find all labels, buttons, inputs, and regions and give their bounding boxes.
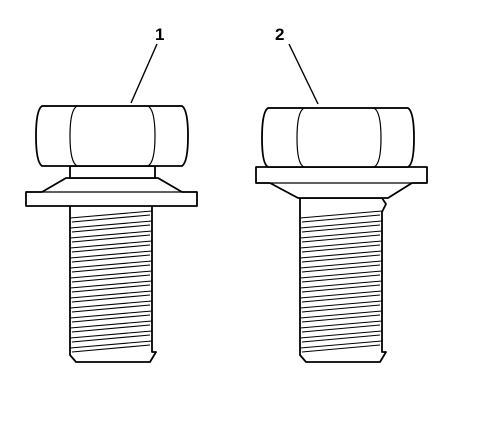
thread-line [299, 230, 383, 239]
thread-line [71, 324, 151, 333]
thread-line [71, 234, 151, 243]
thread-line [69, 310, 153, 319]
thread-line [301, 314, 381, 323]
thread-line [299, 300, 383, 309]
thread-line [299, 310, 383, 319]
thread-line [299, 210, 383, 219]
bolt-2-flange [255, 166, 428, 199]
thread-line [69, 300, 153, 309]
thread-line [71, 344, 151, 353]
thread-line [69, 250, 153, 259]
thread-line [69, 230, 153, 239]
thread-line [69, 270, 153, 279]
thread-line [301, 344, 381, 353]
thread-line [69, 320, 153, 329]
thread-line [71, 284, 151, 293]
thread-line [299, 280, 383, 289]
thread-line [299, 270, 383, 279]
thread-line [71, 244, 151, 253]
thread-line [301, 254, 381, 263]
bolt-2-threads [299, 210, 383, 353]
bolt-1-neck [69, 165, 156, 179]
thread-line [69, 280, 153, 289]
thread-line [299, 320, 383, 329]
thread-line [299, 340, 383, 349]
thread-line [69, 240, 153, 249]
thread-line [299, 330, 383, 339]
thread-line [69, 330, 153, 339]
thread-line [69, 340, 153, 349]
thread-line [301, 234, 381, 243]
callout-1-label: 1 [155, 25, 164, 44]
callout-2-leader [288, 43, 319, 105]
bolt-1-washer [25, 177, 198, 207]
bolt-1-hex-head [35, 105, 189, 167]
thread-line [71, 264, 151, 273]
thread-line [301, 294, 381, 303]
thread-line [301, 324, 381, 333]
callout-2-label: 2 [275, 25, 284, 44]
thread-line [69, 260, 153, 269]
thread-line [299, 240, 383, 249]
thread-line [69, 210, 153, 219]
thread-line [69, 220, 153, 229]
bolt-1-shank [69, 204, 157, 363]
thread-line [71, 304, 151, 313]
thread-line [301, 244, 381, 253]
callout-1-leader [130, 43, 158, 104]
thread-line [69, 290, 153, 299]
thread-line [301, 334, 381, 343]
thread-line [301, 264, 381, 273]
thread-line [301, 284, 381, 293]
thread-line [301, 274, 381, 283]
thread-line [299, 220, 383, 229]
bolt-1 [25, 43, 198, 363]
thread-line [71, 314, 151, 323]
thread-line [71, 294, 151, 303]
bolt-2 [255, 43, 428, 363]
bolt-1-threads [69, 210, 153, 353]
thread-line [301, 304, 381, 313]
bolt-2-hex-head [261, 107, 415, 168]
thread-line [71, 224, 151, 233]
thread-line [71, 254, 151, 263]
bolt-2-shank [299, 197, 387, 363]
thread-line [299, 290, 383, 299]
thread-line [71, 274, 151, 283]
thread-line [71, 214, 151, 223]
thread-line [71, 334, 151, 343]
thread-line [299, 260, 383, 269]
thread-line [299, 250, 383, 259]
thread-line [301, 224, 381, 233]
thread-line [301, 214, 381, 223]
